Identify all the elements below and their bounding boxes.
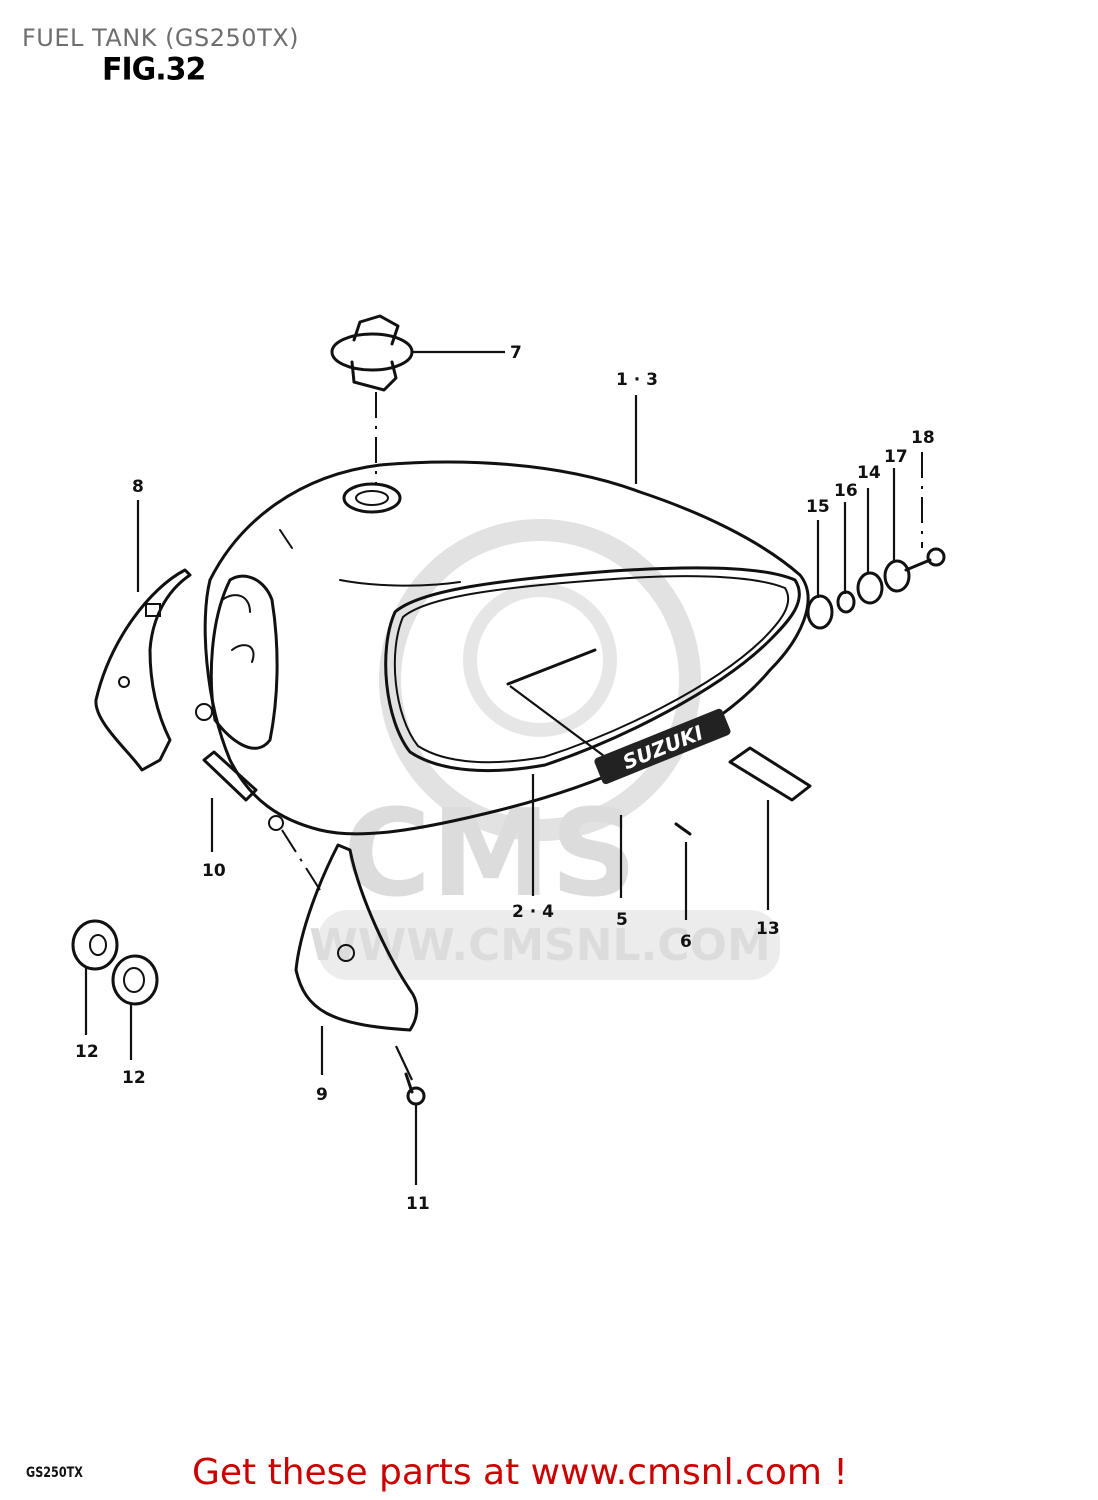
callout-6[interactable]: 6 xyxy=(680,932,692,952)
callout-13[interactable]: 13 xyxy=(756,919,780,939)
fuel-cap-part[interactable] xyxy=(330,314,414,392)
callout-labels: 7 1 · 3 8 15 16 14 17 18 10 2 · 4 5 6 13… xyxy=(75,343,935,1214)
watermark-url: WWW.CMSNL.COM xyxy=(309,920,771,971)
figure-number: FIG.32 xyxy=(102,51,206,88)
mounting-hardware[interactable] xyxy=(806,547,946,630)
callout-2-4[interactable]: 2 · 4 xyxy=(512,902,554,922)
rubber-13-part[interactable] xyxy=(728,746,812,802)
callout-17[interactable]: 17 xyxy=(884,447,908,467)
callout-8[interactable]: 8 xyxy=(132,477,144,497)
callout-7[interactable]: 7 xyxy=(510,343,522,363)
callout-18[interactable]: 18 xyxy=(911,428,935,448)
cushion-14 xyxy=(856,571,884,605)
fuel-tank-body[interactable] xyxy=(195,460,810,836)
side-cover-lower-part[interactable] xyxy=(294,843,419,1032)
callout-1-3[interactable]: 1 · 3 xyxy=(616,370,658,390)
callout-10[interactable]: 10 xyxy=(202,861,226,881)
cushion-12b-part[interactable] xyxy=(111,954,159,1006)
washer-17 xyxy=(883,559,911,593)
callout-15[interactable]: 15 xyxy=(806,497,830,517)
callout-12a[interactable]: 12 xyxy=(75,1042,99,1062)
side-cover-left-part[interactable] xyxy=(94,568,192,772)
watermark-logo: CMS xyxy=(343,785,637,924)
callout-11[interactable]: 11 xyxy=(406,1194,430,1214)
cushion-12a-part[interactable] xyxy=(71,919,119,971)
callout-14[interactable]: 14 xyxy=(857,463,881,483)
model-code: GS250TX xyxy=(26,1465,83,1481)
page-title: FUEL TANK (GS250TX) xyxy=(22,24,300,52)
washer-15 xyxy=(806,594,834,630)
collar-16 xyxy=(836,590,856,614)
callout-9[interactable]: 9 xyxy=(316,1085,328,1105)
promo-link[interactable]: Get these parts at www.cmsnl.com ! xyxy=(192,1452,848,1493)
pin-6-part[interactable] xyxy=(674,822,692,836)
rubber-10-part[interactable] xyxy=(202,750,258,802)
callout-16[interactable]: 16 xyxy=(834,481,858,501)
callout-5[interactable]: 5 xyxy=(616,910,628,930)
bolt-18 xyxy=(904,558,932,572)
callout-12b[interactable]: 12 xyxy=(122,1068,146,1088)
screw-11-part[interactable] xyxy=(404,1072,426,1106)
